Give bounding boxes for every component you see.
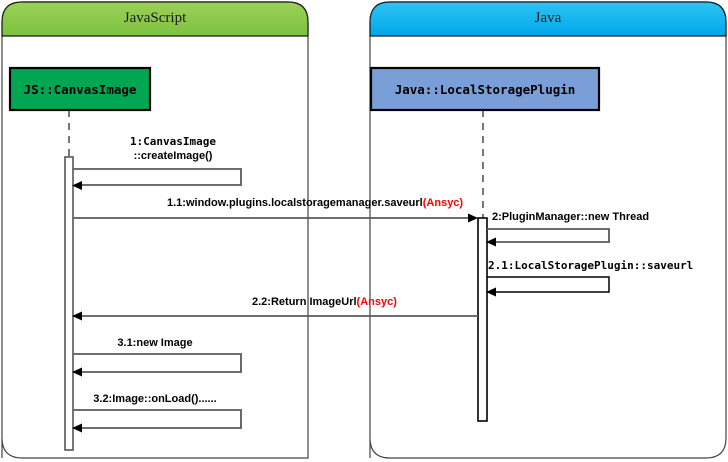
message-2-label: 2:PluginManager::new Thread xyxy=(492,211,649,223)
message-3-2-onload[interactable]: 3.2:Image::onLoad()...... xyxy=(72,393,242,433)
frame-java: Java xyxy=(369,1,727,459)
message-3-2-self-loop xyxy=(73,409,242,429)
message-3-2-arrowhead xyxy=(72,423,82,433)
message-1-createimage[interactable]: 1:CanvasImage ::createImage() xyxy=(72,135,242,190)
message-2-self-loop xyxy=(487,228,610,243)
message-2-arrowhead xyxy=(486,237,496,247)
frame-header-java xyxy=(369,1,727,37)
message-3-1-new-image[interactable]: 3.1:new Image xyxy=(72,337,242,377)
message-1-arrowhead xyxy=(72,181,82,190)
participant-box-java-localstorageplugin xyxy=(369,66,601,112)
message-1-self-loop xyxy=(73,168,242,186)
message-3-1-label: 3.1:new Image xyxy=(117,337,192,349)
message-2-1-label: 2.1:LocalStoragePlugin::saveurl xyxy=(488,259,693,272)
message-3-2-label: 3.2:Image::onLoad()...... xyxy=(93,393,216,405)
message-1-1-saveurl[interactable]: 1.1:window.plugins.localstoragemanager.s… xyxy=(73,197,478,223)
message-2-2-return-imageurl[interactable]: 2.2:Return ImageUrl(Ansyc) xyxy=(72,296,478,321)
frame-title-java: Java xyxy=(535,10,562,26)
message-2-1-saveurl[interactable]: 2.1:LocalStoragePlugin::saveurl xyxy=(486,259,693,297)
message-2-2-label: 2.2:Return ImageUrl(Ansyc) xyxy=(252,296,397,308)
participant-label-java-localstorageplugin: Java::LocalStoragePlugin xyxy=(395,82,576,97)
activation-bar-js xyxy=(64,156,74,451)
message-1-1-arrowhead xyxy=(468,213,478,223)
participant-box-js-canvasimage xyxy=(8,66,152,112)
participant-label-js-canvasimage: JS::CanvasImage xyxy=(24,82,137,97)
frame-header-javascript xyxy=(1,1,309,37)
participant-js-canvasimage[interactable]: JS::CanvasImage xyxy=(8,66,152,112)
message-1-label-line2: ::createImage() xyxy=(134,150,213,162)
frame-javascript: JavaScript xyxy=(1,1,309,459)
activation-bar-java xyxy=(477,217,488,422)
message-2-1-self-loop xyxy=(487,276,610,293)
message-1-1-label: 1.1:window.plugins.localstoragemanager.s… xyxy=(167,197,463,209)
message-2-1-arrowhead xyxy=(486,287,496,297)
participant-java-localstorageplugin[interactable]: Java::LocalStoragePlugin xyxy=(369,66,601,112)
message-3-1-arrowhead xyxy=(72,367,82,377)
message-2-2-arrowhead xyxy=(72,311,82,321)
message-2-new-thread[interactable]: 2:PluginManager::new Thread xyxy=(486,211,649,247)
frame-title-javascript: JavaScript xyxy=(124,10,187,26)
message-3-1-self-loop xyxy=(73,353,242,373)
message-1-label-line1: 1:CanvasImage xyxy=(130,135,216,148)
